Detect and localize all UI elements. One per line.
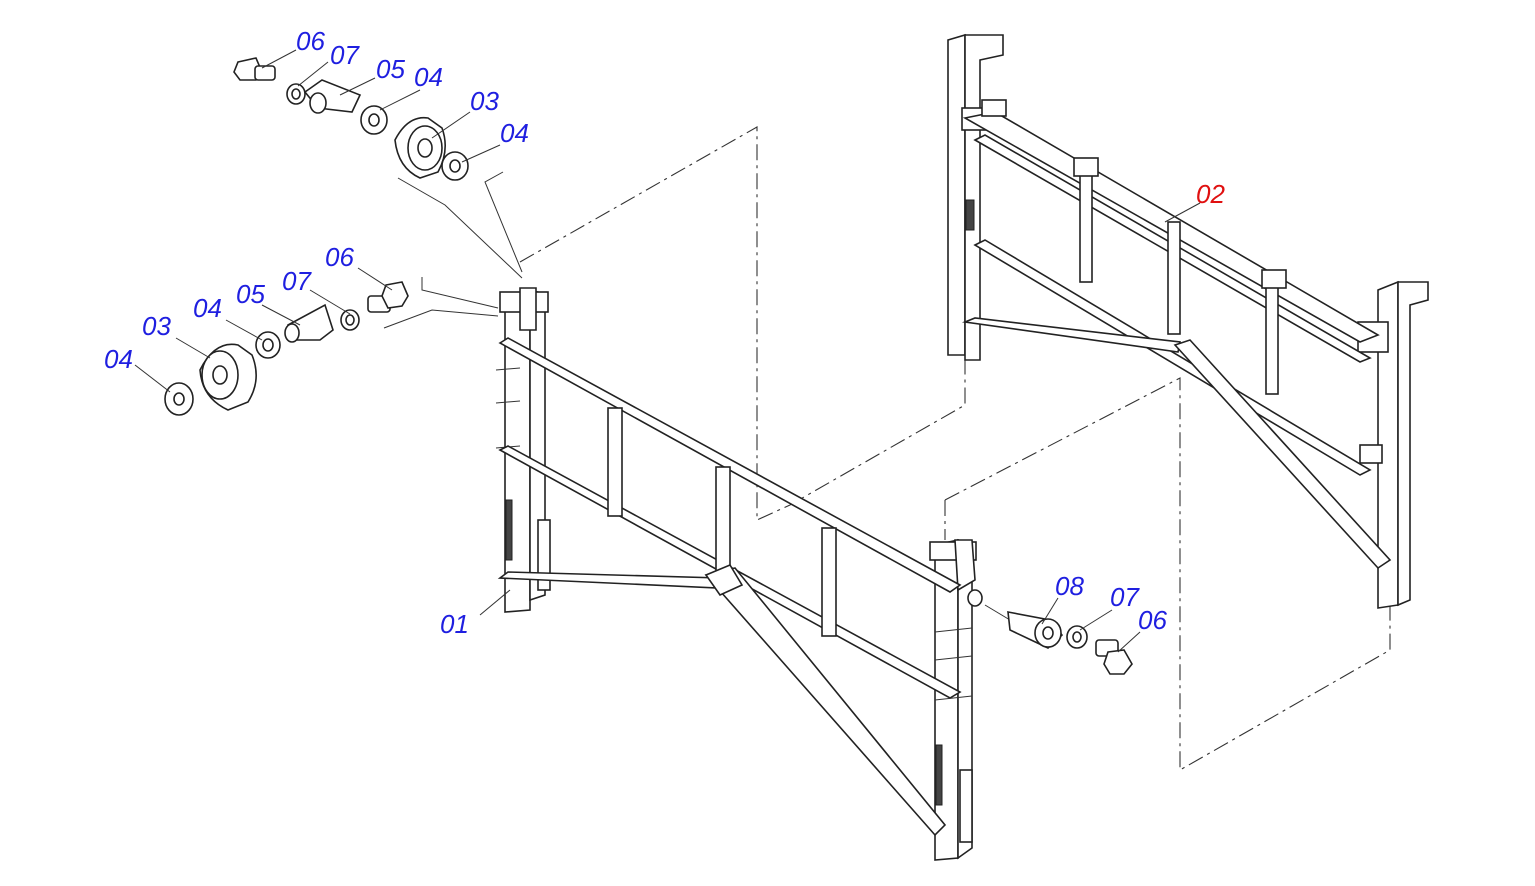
callout-06-middle: 06 xyxy=(325,242,354,272)
callout-03-upper: 03 xyxy=(470,86,499,116)
callout-07-middle: 07 xyxy=(282,266,312,296)
callout-07-upper: 07 xyxy=(330,40,360,70)
middle-hardware-group xyxy=(164,277,499,416)
callout-07-lower: 07 xyxy=(1110,582,1140,612)
callout-04-middle-a: 04 xyxy=(193,293,222,323)
callout-02-back-frame: 02 xyxy=(1196,179,1225,209)
callout-04-upper-a: 04 xyxy=(414,62,443,92)
callout-06-lower: 06 xyxy=(1138,605,1167,635)
callout-04-upper-b: 04 xyxy=(500,118,529,148)
assembly-lines xyxy=(519,126,1391,771)
upper-hardware-group xyxy=(233,57,523,279)
callout-08-lower: 08 xyxy=(1055,571,1084,601)
callout-leaders xyxy=(134,49,1201,653)
callout-01-front-frame: 01 xyxy=(440,609,469,639)
back-frame xyxy=(947,33,1429,609)
callout-03-middle: 03 xyxy=(142,311,171,341)
callout-04-middle-b: 04 xyxy=(104,344,133,374)
callout-05-middle: 05 xyxy=(236,279,265,309)
callout-labels: 06 07 05 04 03 04 06 07 05 04 03 04 08 0… xyxy=(104,26,1225,639)
lower-hardware-group xyxy=(967,589,1133,675)
callout-05-upper: 05 xyxy=(376,54,405,84)
callout-06-upper: 06 xyxy=(296,26,325,56)
front-frame xyxy=(495,287,977,861)
